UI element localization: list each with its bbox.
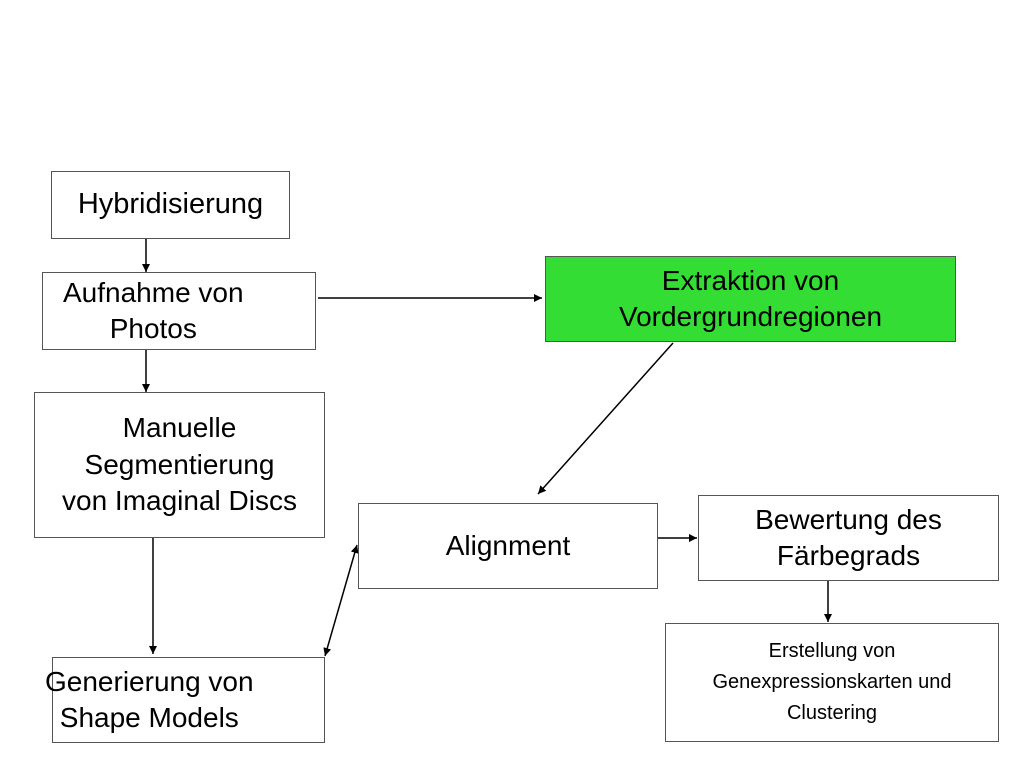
node-alignment-line-1: Alignment [445,529,571,561]
node-extraktion-line-2: Vordergrundregionen [618,301,883,332]
node-generierung: Generierung von Shape Models [45,657,325,743]
node-erstellung-line-1: Erstellung von [768,640,896,662]
node-alignment: Alignment [358,503,658,589]
node-segmentierung: Manuelle Segmentierung von Imaginal Disc… [34,392,325,538]
edge-extraktion-alignment [537,342,674,495]
node-bewertung-line-2: Färbegrads [776,540,921,571]
node-extraktion: Extraktion von Vordergrundregionen [545,256,956,342]
node-aufnahme-line-1: Aufnahme von [63,276,244,308]
node-bewertung: Bewertung des Färbegrads [698,495,999,581]
node-aufnahme-line-2: Photos [109,313,197,344]
node-segmentierung-line-1: Manuelle [122,412,237,444]
node-aufnahme: Aufnahme von Photos [42,272,316,350]
node-erstellung-line-3: Clustering [786,702,878,724]
node-erstellung-line-2: Genexpressionskarten und [712,671,952,693]
node-erstellung: Erstellung von Genexpressionskarten und … [665,623,999,742]
node-hybridisierung-line-1: Hybridisierung [77,188,264,221]
node-segmentierung-line-2: Segmentierung [84,448,275,480]
edge-generierung-alignment [323,544,359,657]
node-hybridisierung: Hybridisierung [51,171,290,239]
node-segmentierung-line-3: von Imaginal Discs [62,485,297,517]
node-generierung-line-2: Shape Models [59,702,239,733]
node-bewertung-line-1: Bewertung des [755,503,942,535]
node-extraktion-line-1: Extraktion von [661,264,840,296]
node-generierung-line-1: Generierung von [45,665,254,697]
